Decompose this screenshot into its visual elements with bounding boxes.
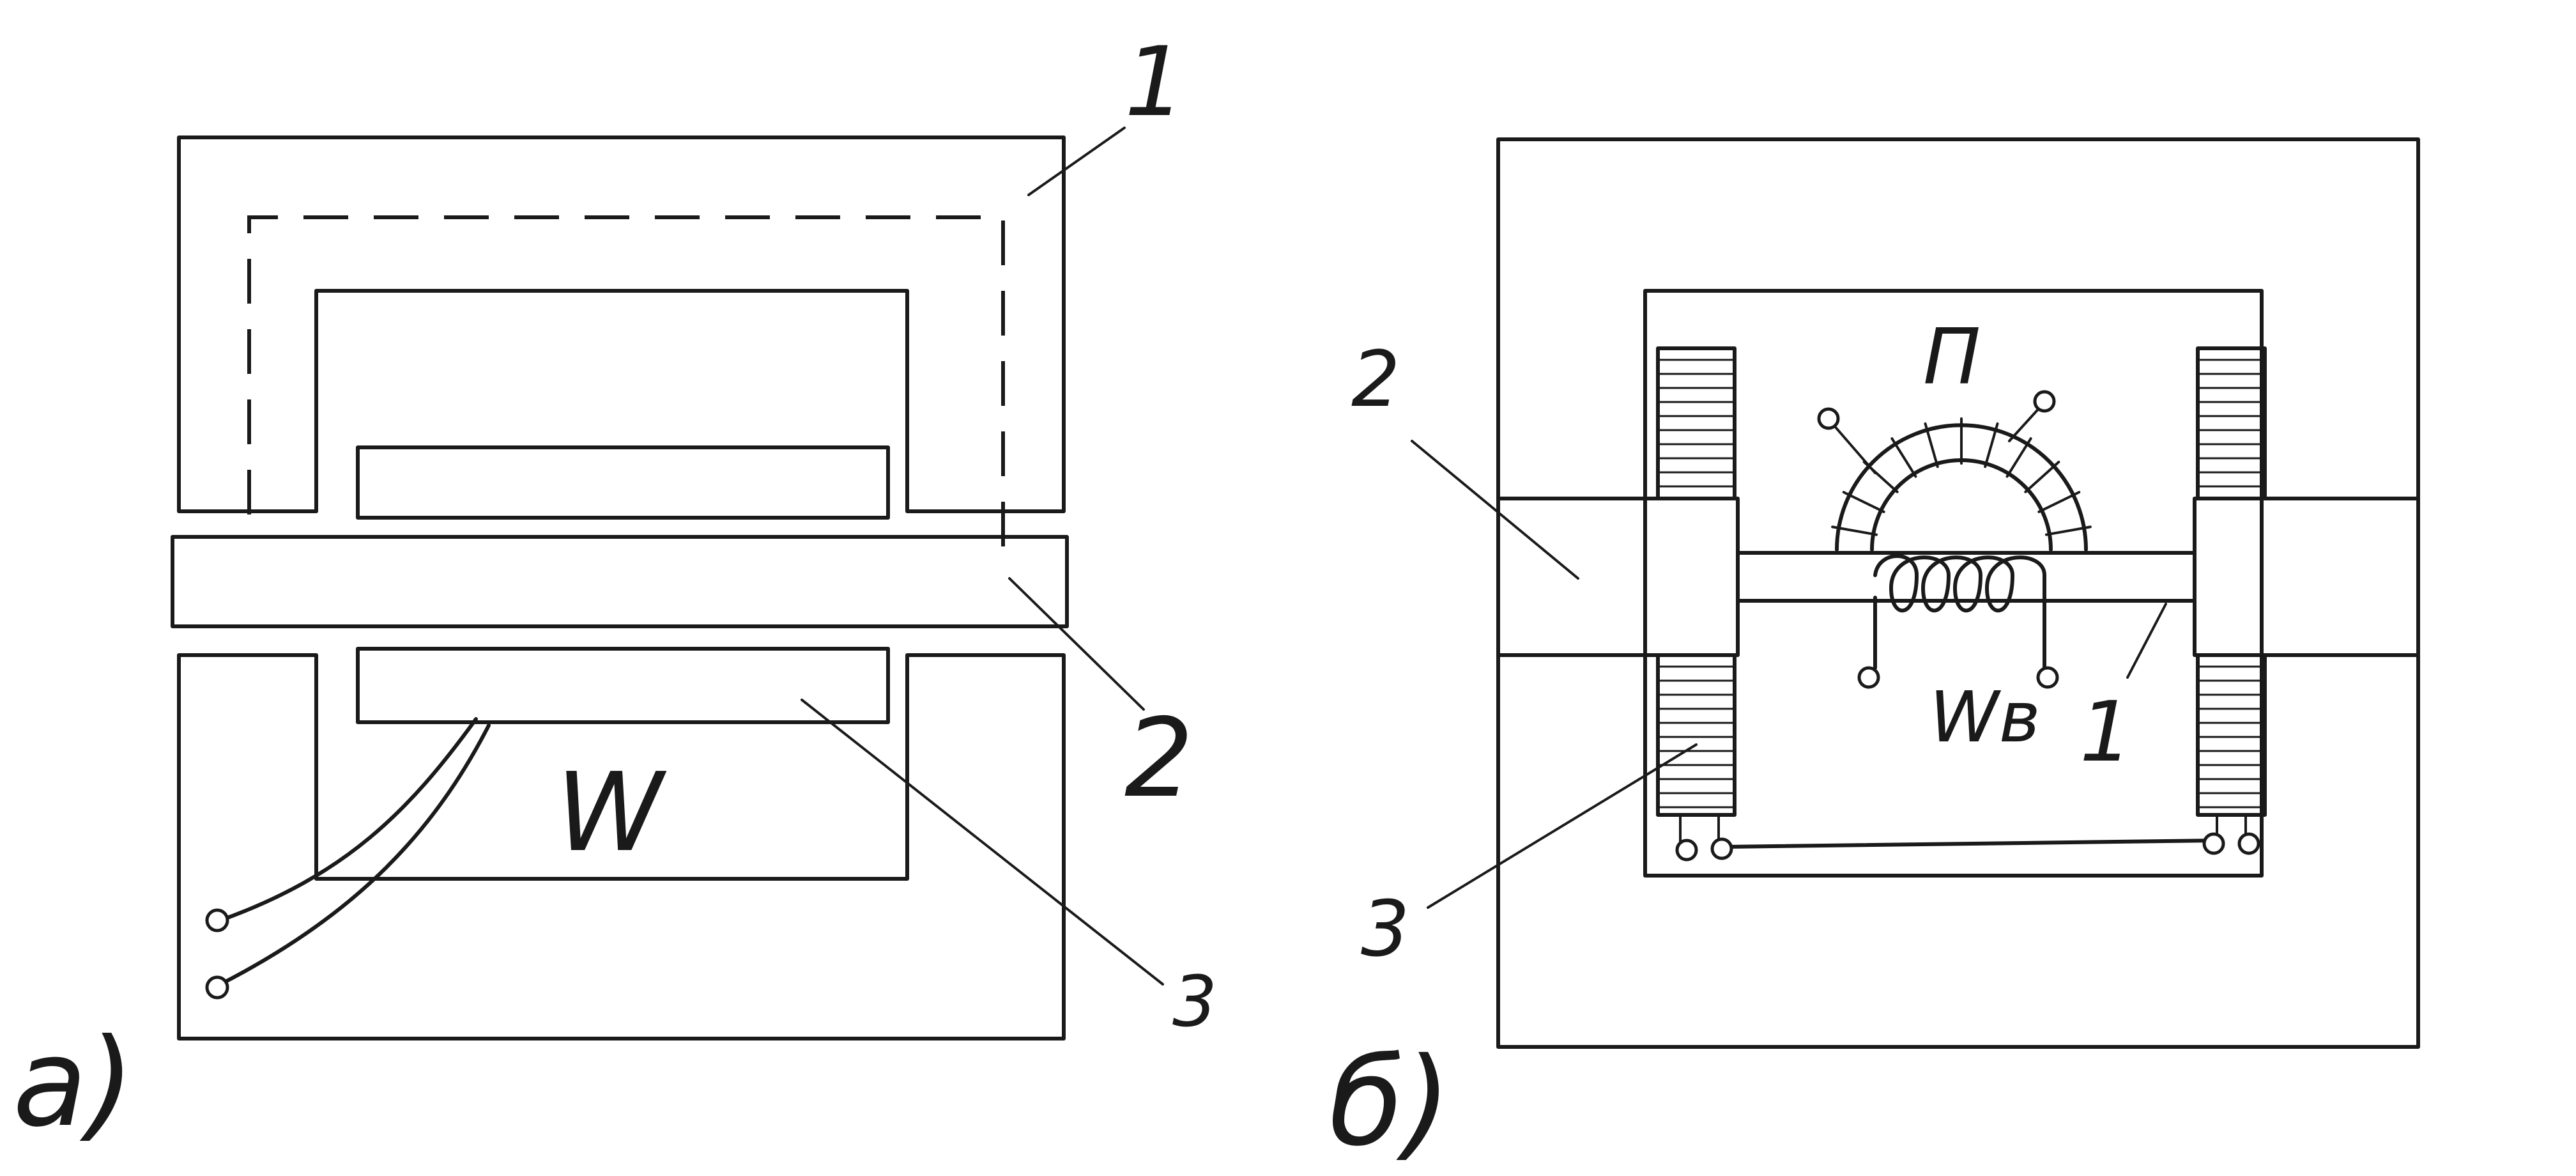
figure-b-toroid-lead-2: [2008, 405, 2043, 442]
figure-b-helix-terminal-1: [1857, 666, 1880, 689]
figure-b-left-upper-winding: [1656, 346, 1736, 500]
figure-a-upper-winding: [356, 445, 890, 520]
toroid-turn: [2024, 460, 2060, 493]
toroid-turn: [2005, 437, 2032, 478]
figure-b-callout-2: 2: [1351, 336, 1400, 424]
figure-b-leader-1: [2126, 603, 2167, 679]
figure-b-terminal-3: [2202, 832, 2225, 855]
figure-a-leader-2: [1008, 577, 1145, 711]
figure-b-panel-label: б): [1329, 1032, 1451, 1173]
toroid-turn: [1924, 422, 1939, 468]
figure-a-winding-label: W: [556, 750, 667, 876]
figure-b-connecting-wire: [1723, 839, 2219, 849]
figure-a-leader-3: [801, 699, 1164, 986]
figure-b-leader-2: [1411, 440, 1579, 580]
figure-b-left-pole: [1496, 497, 1740, 657]
figure-b-terminal-1: [1675, 839, 1698, 862]
figure-b-helix-terminal-2: [2036, 666, 2059, 689]
figure-b-terminal-2: [1710, 837, 1733, 860]
figure-b-callout-1: 1: [2080, 683, 2133, 780]
figure-a-leader-1: [1027, 127, 1126, 196]
figure-b-toroid-windings: [1831, 417, 2092, 536]
figure-b-center-label: Π: [1923, 313, 1981, 402]
figure-a-panel-label: a): [13, 1012, 135, 1154]
toroid-turn: [1842, 491, 1885, 513]
figure-b-toroid-terminal-1: [1817, 407, 1840, 430]
figure-b-toroid-inner-arc: [1870, 458, 2053, 552]
figure-a-armature: [171, 535, 1069, 628]
figure-b-helical-winding: [1873, 554, 2046, 670]
figure-b-toroid-terminal-2: [2033, 390, 2056, 413]
figure-b: Π Wв 1 2 3 б): [1329, 137, 2420, 1173]
figure-a-lead-wire-1: [218, 717, 478, 922]
figure-b-right-upper-winding: [2196, 346, 2267, 500]
figure-b-armature: [1736, 551, 2196, 603]
figure-b-terminal-4: [2237, 832, 2260, 855]
figure-b-winding-label: Wв: [1929, 676, 2041, 758]
figure-b-toroid-lead-1: [1832, 424, 1876, 474]
toroid-turn: [2037, 491, 2081, 513]
figure-b-leader-3: [1427, 743, 1698, 909]
figure-a-callout-1: 1: [1124, 27, 1185, 138]
toroid-turn: [1831, 525, 1878, 536]
figure-b-right-pole: [2193, 497, 2420, 657]
figure-a-lower-core: [177, 653, 1066, 1041]
figure-a-terminal-2: [205, 975, 229, 1000]
figure-a-upper-core: [177, 135, 1066, 513]
figure-a-flux-path: [247, 215, 1005, 550]
figure-b-winding-hatching: [1658, 359, 2265, 808]
figure-a-terminal-1: [205, 908, 229, 932]
figure-a-callout-2: 2: [1124, 695, 1193, 822]
figure-a-lower-winding: [356, 647, 890, 724]
figure-a-callout-3: 3: [1172, 961, 1217, 1042]
figure-b-right-lower-winding: [2196, 653, 2267, 817]
figure-a: 1 2 3 W a): [13, 27, 1217, 1154]
figure-a-lead-wire-2: [218, 723, 491, 986]
figure-b-inner-window: [1643, 289, 2264, 878]
figure-b-left-lower-winding: [1656, 653, 1736, 817]
figure-b-callout-3: 3: [1361, 885, 1409, 974]
toroid-turn: [2044, 525, 2092, 536]
figure-b-outer-frame: [1496, 137, 2420, 1049]
toroid-turn: [1984, 422, 1999, 468]
toroid-turn: [1890, 437, 1917, 478]
